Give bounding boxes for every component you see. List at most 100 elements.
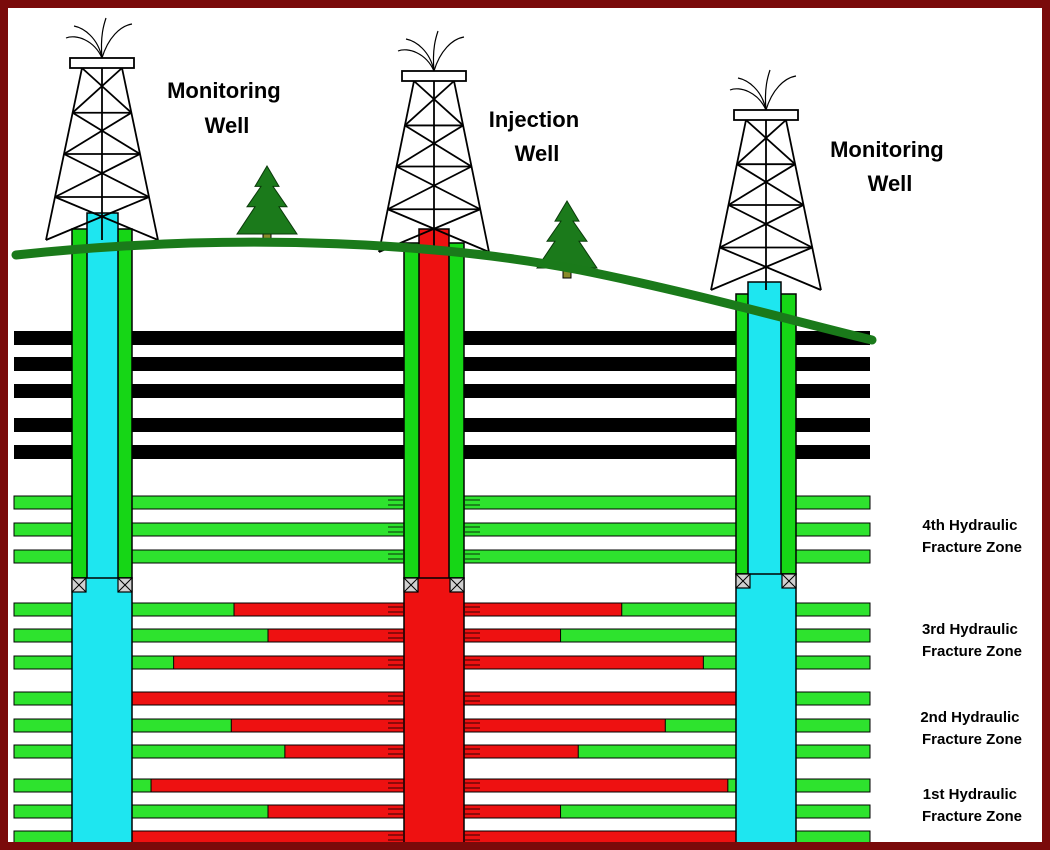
fracture-row-right-span bbox=[463, 522, 737, 537]
derrick-right-brace bbox=[736, 163, 804, 206]
injected-fluid-right bbox=[463, 744, 579, 759]
fracture-row-stub-left bbox=[13, 602, 73, 617]
derrick-left-crown-block bbox=[69, 57, 135, 69]
fracture-row-stub-right bbox=[795, 655, 871, 670]
monitoring-well-right-label: Monitoring Well bbox=[830, 137, 950, 196]
derrick-center-brace bbox=[404, 80, 455, 127]
fracture-row-stub-right bbox=[795, 691, 871, 706]
tree-left-canopy bbox=[236, 165, 298, 235]
derrick-right-spray bbox=[764, 69, 771, 111]
derrick-right-brace bbox=[745, 119, 796, 165]
injection-well-packer-mark bbox=[449, 577, 465, 593]
derricks-group bbox=[45, 17, 822, 291]
injected-fluid-left bbox=[131, 691, 405, 706]
derrick-left-brace bbox=[54, 153, 141, 198]
fracture-row-stub-right bbox=[795, 628, 871, 643]
fracture-row-stub-right bbox=[795, 804, 871, 819]
injected-fluid-left bbox=[230, 718, 405, 733]
derrick-left-brace bbox=[54, 196, 159, 241]
derrick-left-spray bbox=[65, 36, 103, 59]
derrick-center-spray bbox=[405, 38, 435, 72]
injected-fluid-left bbox=[267, 628, 405, 643]
fracture-row-stub-right bbox=[795, 718, 871, 733]
derrick-center-brace bbox=[413, 80, 464, 127]
derrick-right-spray bbox=[729, 88, 767, 111]
monitoring-well-left-packer-mark bbox=[71, 577, 87, 593]
fracture-row-stub-left bbox=[13, 744, 73, 759]
fracture-row-right-span bbox=[463, 549, 737, 564]
derrick-center-brace bbox=[396, 124, 464, 168]
fracture-row-stub-right bbox=[795, 549, 871, 564]
derrick-right-brace bbox=[728, 163, 796, 206]
derrick-left-brace bbox=[81, 67, 132, 114]
derrick-right-brace bbox=[719, 246, 822, 291]
injection-well-open-hole bbox=[403, 577, 465, 850]
derrick-left-brace bbox=[72, 67, 123, 114]
derrick-right-brace bbox=[736, 119, 787, 165]
derrick-left-brace bbox=[63, 153, 150, 198]
fracture-row-stub-left bbox=[13, 655, 73, 670]
fracture-row-stub-left bbox=[13, 522, 73, 537]
fracture-row-stub-right bbox=[795, 602, 871, 617]
derrick-center-spray bbox=[433, 36, 465, 72]
zone-label-2nd: 2nd Hydraulic Fracture Zone bbox=[920, 709, 1023, 748]
fracture-row-stub-left bbox=[13, 718, 73, 733]
derrick-right-brace bbox=[728, 204, 813, 249]
fracture-row-stub-left bbox=[13, 804, 73, 819]
zone-label-1st: 1st Hydraulic Fracture Zone bbox=[922, 786, 1022, 825]
derrick-right-spray bbox=[737, 77, 767, 111]
fracture-row-left-span bbox=[131, 549, 405, 564]
derrick-left-spray bbox=[73, 25, 103, 59]
derrick-right-crown-block bbox=[733, 109, 799, 121]
fracture-row-stub-left bbox=[13, 549, 73, 564]
derrick-right-spray bbox=[765, 75, 797, 111]
fracture-row-stub-right bbox=[795, 778, 871, 793]
injected-fluid-left bbox=[284, 744, 405, 759]
injected-fluid-right bbox=[463, 655, 704, 670]
zone-label-3rd: 3rd Hydraulic Fracture Zone bbox=[922, 621, 1022, 660]
injection-well-label: Injection Well bbox=[489, 107, 586, 166]
fracture-row-left-span bbox=[131, 495, 405, 510]
injection-well-packer-mark bbox=[403, 577, 419, 593]
derrick-left-spray bbox=[100, 17, 107, 59]
fracture-row-left-span bbox=[131, 522, 405, 537]
derrick-center-spray bbox=[432, 30, 439, 72]
injected-fluid-right bbox=[463, 602, 623, 617]
tree-left bbox=[236, 165, 298, 245]
derrick-center-brace bbox=[396, 165, 481, 211]
derrick-right-brace bbox=[710, 246, 813, 291]
fracture-row-stub-right bbox=[795, 495, 871, 510]
monitoring-well-right-open-hole bbox=[735, 573, 797, 850]
injected-fluid-left bbox=[150, 778, 405, 793]
injected-fluid-left bbox=[173, 655, 405, 670]
fracture-row-stub-left bbox=[13, 778, 73, 793]
injected-fluid-right bbox=[463, 718, 666, 733]
derrick-right-brace bbox=[719, 204, 804, 249]
derrick-center-brace bbox=[387, 165, 472, 211]
monitoring-well-left-label: Monitoring Well bbox=[167, 78, 287, 138]
fracture-row-right-span bbox=[463, 495, 737, 510]
fracture-row-stub-left bbox=[13, 691, 73, 706]
derrick-center-crown-block bbox=[401, 70, 467, 82]
injected-fluid-left bbox=[267, 804, 405, 819]
derrick-center-spray bbox=[397, 49, 435, 72]
injected-fluid-right bbox=[463, 804, 562, 819]
derrick-center-brace bbox=[387, 208, 490, 253]
injected-fluid-left bbox=[233, 602, 405, 617]
derrick-left-brace bbox=[72, 111, 141, 155]
derrick-left-spray bbox=[101, 23, 133, 59]
derrick-left bbox=[45, 17, 159, 241]
injected-fluid-right bbox=[463, 691, 737, 706]
injected-fluid-right bbox=[463, 778, 729, 793]
monitoring-well-left-packer-mark bbox=[117, 577, 133, 593]
injected-fluid-right bbox=[463, 628, 562, 643]
fracture-row-stub-right bbox=[795, 522, 871, 537]
wells-group bbox=[71, 212, 797, 850]
fracture-row-stub-right bbox=[795, 744, 871, 759]
fracture-row-stub-left bbox=[13, 495, 73, 510]
ground-surface-line bbox=[11, 237, 877, 345]
derrick-right bbox=[710, 69, 822, 291]
